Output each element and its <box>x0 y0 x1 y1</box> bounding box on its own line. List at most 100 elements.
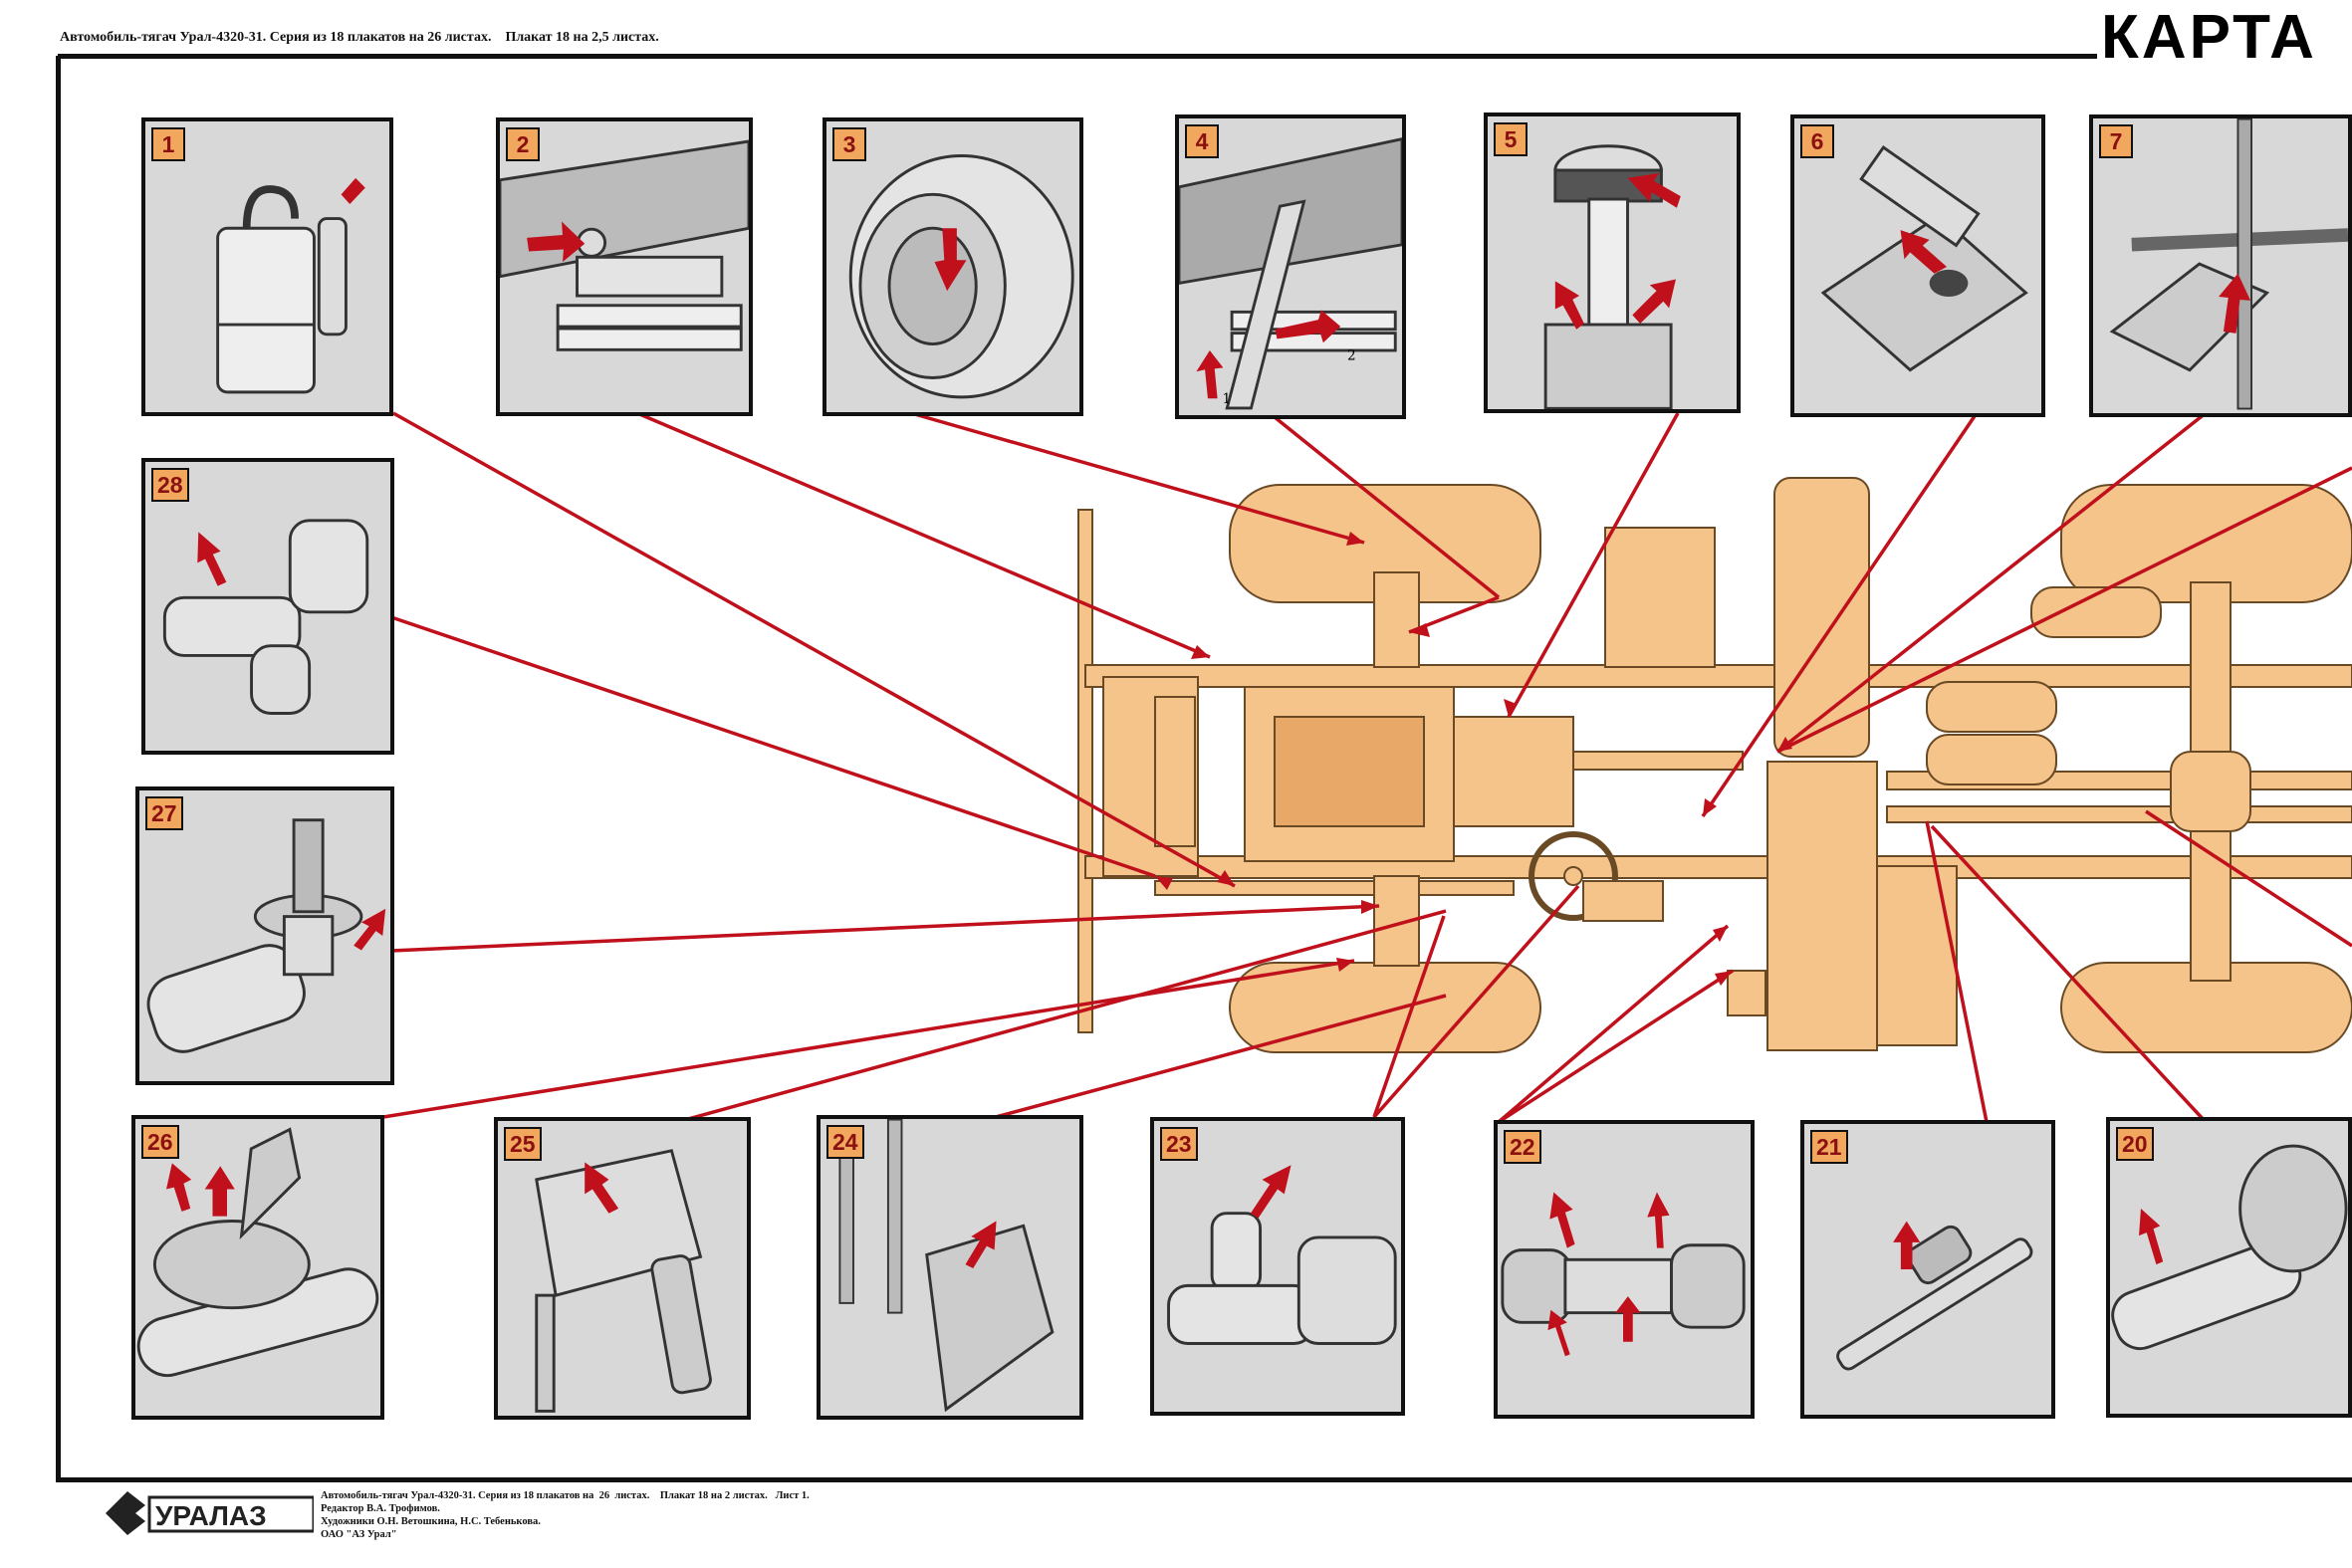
air-filter-illustration <box>216 177 365 394</box>
front-axle-illustration <box>136 1127 379 1378</box>
detail-panel-27: 27 <box>135 786 394 1085</box>
panel-number-badge: 3 <box>832 127 866 161</box>
fan-shroud <box>1154 696 1196 847</box>
filter-cap-illustration <box>1543 144 1681 409</box>
panel-number-badge: 2 <box>506 127 540 161</box>
panel-number-badge: 27 <box>145 796 183 830</box>
engine-head <box>1274 716 1425 827</box>
footer-line-artists: Художники О.Н. Ветошкина, Н.С. Тебеньков… <box>321 1516 541 1527</box>
frame-bottom-border <box>56 1477 2352 1482</box>
steering-gear <box>1582 880 1664 922</box>
driveshaft-3 <box>1886 805 2352 823</box>
detail-panel-25: 25 <box>494 1117 751 1420</box>
detail-panel-24: 24 <box>817 1115 1083 1420</box>
drag-link <box>1154 880 1515 896</box>
linkage-illustration <box>2109 118 2348 410</box>
detail-panel-4: 4 1 2 <box>1175 114 1406 419</box>
front-hub-left <box>1373 571 1420 668</box>
clutch-booster-illustration <box>1167 1165 1397 1345</box>
leader-24 <box>995 994 1447 1119</box>
splined-shaft-illustration <box>1836 1221 2033 1371</box>
leader-lines <box>382 411 2352 1124</box>
steering-pump-illustration <box>162 519 369 715</box>
frame-rail-top <box>1084 664 2352 688</box>
front-right-wheel <box>1229 962 1541 1053</box>
driveshaft-1 <box>1572 751 1744 771</box>
cab-lock-illustration <box>1820 145 2028 372</box>
leader-19 <box>2145 809 2352 948</box>
detail-panel-6: 6 <box>1790 114 2045 417</box>
leader-3 <box>910 411 1365 545</box>
panel-number-badge: 1 <box>151 127 185 161</box>
arrowhead-22 <box>1715 971 1733 986</box>
leader-4a <box>1268 411 1501 599</box>
panel-number-badge: 21 <box>1810 1130 1848 1164</box>
panel-number-badge: 20 <box>2116 1127 2154 1161</box>
spare-wheel-carrier <box>1766 761 1878 1051</box>
panel-number-badge: 5 <box>1494 122 1528 156</box>
pedal-linkage-illustration <box>838 1119 1055 1413</box>
panel-number-badge: 7 <box>2099 124 2133 158</box>
leader-7b <box>1776 466 2352 754</box>
callout-number: 2 <box>1347 348 1356 364</box>
arrowhead-2 <box>1191 645 1210 659</box>
detail-panel-3: 3 <box>823 117 1083 416</box>
panel-number-badge: 28 <box>151 468 189 502</box>
arrowhead-26 <box>1336 958 1354 972</box>
leader-27 <box>390 904 1380 953</box>
arrowhead-6 <box>1703 798 1717 816</box>
leader-1 <box>392 411 1236 888</box>
uralaz-logo: УРАЛАЗ <box>106 1491 314 1535</box>
arrowhead-28 <box>1155 876 1173 890</box>
detail-panel-20: 20 <box>2106 1117 2352 1418</box>
frame-left-border <box>56 56 61 1481</box>
detail-panel-26: 26 <box>131 1115 384 1420</box>
svg-text:УРАЛАЗ: УРАЛАЗ <box>155 1500 267 1531</box>
chassis-plan-view <box>1077 477 2352 1053</box>
panel-number-badge: 25 <box>504 1127 542 1161</box>
pedal-bracket-illustration <box>535 1149 712 1413</box>
air-tank-3 <box>2030 586 2162 638</box>
arrowhead-7 <box>1777 737 1792 752</box>
leader-20 <box>1930 824 2208 1124</box>
fuel-tank-top <box>1773 477 1870 758</box>
panel-number-badge: 22 <box>1504 1130 1541 1164</box>
arrowhead-3 <box>1346 532 1364 546</box>
rear-differential <box>2170 751 2251 832</box>
detail-panel-7: 7 <box>2089 114 2352 417</box>
battery-box <box>1604 527 1716 668</box>
footer-credits: Автомобиль-тягач Урал-4320-31. Серия из … <box>321 1489 810 1541</box>
steering-hub <box>1563 866 1583 886</box>
leader-23b <box>1372 915 1446 1118</box>
arrowhead-4 <box>1409 623 1430 637</box>
arrowhead-22b <box>1713 926 1728 942</box>
series-header: Автомобиль-тягач Урал-4320-31. Серия из … <box>60 30 659 45</box>
brake-drum-illustration <box>848 154 1074 399</box>
shock-absorber-illustration: 1 2 <box>1179 137 1402 410</box>
leader-22b <box>1497 924 1730 1124</box>
leader-6 <box>1701 412 1979 817</box>
leader-26 <box>382 959 1355 1119</box>
leader-arrowheads <box>1155 532 1792 986</box>
air-tank-1 <box>1926 681 2057 733</box>
steering-wheel <box>1529 831 1618 921</box>
footer-line-series: Автомобиль-тягач Урал-4320-31. Серия из … <box>321 1490 810 1501</box>
toolbox <box>1876 865 1958 1046</box>
universal-joint-illustration <box>2111 1144 2348 1351</box>
spring-bracket-illustration <box>500 139 749 351</box>
tie-rod-end-illustration <box>146 818 386 1053</box>
detail-panel-22: 22 <box>1494 1120 1755 1419</box>
arrowhead-1 <box>1217 870 1235 886</box>
panel-number-badge: 26 <box>141 1125 179 1159</box>
leader-28 <box>390 615 1156 878</box>
detail-panel-2: 2 <box>496 117 753 416</box>
footer-line-editor: Редактор В.А. Трофимов. <box>321 1503 440 1514</box>
driveshaft-joint-illustration <box>1501 1192 1746 1357</box>
page-title: КАРТА <box>2101 3 2317 72</box>
gearbox <box>1453 716 1574 827</box>
panel-number-badge: 24 <box>826 1125 864 1159</box>
leader-21 <box>1925 820 1989 1123</box>
leader-25 <box>676 909 1447 1124</box>
header-rule <box>58 54 2097 59</box>
